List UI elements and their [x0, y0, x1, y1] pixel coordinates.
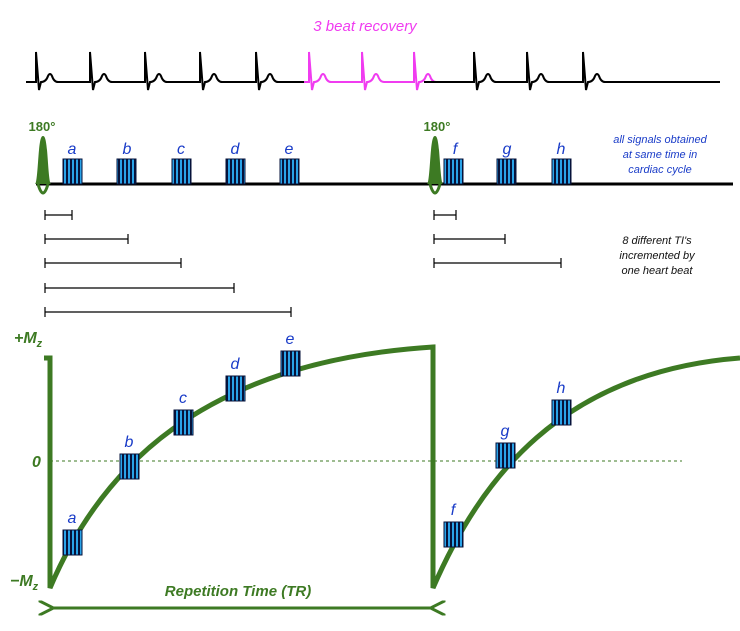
curve-block-e	[280, 350, 301, 377]
readout-block-g	[496, 158, 517, 185]
readout-block-d	[225, 158, 246, 185]
curve-block-c	[173, 409, 194, 436]
ti-bracket-c	[44, 258, 182, 268]
ti-bracket-d	[44, 283, 235, 293]
readout-block-a	[62, 158, 83, 185]
readout-letter-a: a	[68, 141, 77, 158]
curve-letter-f: f	[451, 502, 457, 519]
svg-text:8 different TI's: 8 different TI's	[622, 235, 692, 247]
svg-text:one heart beat: one heart beat	[622, 265, 694, 277]
readout-block-e	[279, 158, 300, 185]
svg-text:all signals obtained: all signals obtained	[613, 134, 707, 146]
svg-text:−Mz: −Mz	[10, 573, 39, 593]
ti-note: 8 different TI's incremented by one hear…	[619, 235, 696, 277]
ti-bracket-h	[433, 258, 562, 268]
curve-letter-e: e	[286, 331, 295, 348]
ecg-trace	[26, 51, 720, 91]
curve-letter-d: d	[231, 356, 241, 373]
ti-bracket-f	[433, 210, 457, 220]
readout-letter-b: b	[123, 141, 132, 158]
ti-bracket-e	[44, 307, 292, 317]
ti-bracket-g	[433, 234, 506, 244]
ecg-recovery-beats	[304, 51, 437, 91]
tr-label: Repetition Time (TR)	[165, 583, 311, 600]
inversion-pulse-1	[35, 136, 51, 195]
magnetization-curve	[44, 344, 740, 589]
readout-letter-f: f	[453, 141, 459, 158]
curve-block-a	[62, 529, 83, 556]
readout-letter-h: h	[557, 141, 566, 158]
readout-blocks	[62, 158, 572, 185]
curve-letter-c: c	[179, 390, 187, 407]
readout-block-f	[443, 158, 464, 185]
pulse-label-2: 180°	[424, 119, 451, 134]
ti-bracket-a	[44, 210, 73, 220]
ti-bracket-b	[44, 234, 129, 244]
curve-readouts: a b c d e f g h	[62, 331, 572, 556]
readout-letters: a b c d e f g h	[68, 141, 566, 158]
curve-block-h	[551, 399, 572, 426]
axis-zero: 0	[32, 454, 41, 471]
svg-text:cardiac cycle: cardiac cycle	[628, 164, 692, 176]
svg-text:incremented by: incremented by	[619, 250, 696, 262]
curve-letter-h: h	[557, 380, 566, 397]
readout-letter-g: g	[503, 141, 512, 158]
axis-plus-mz: +Mz	[14, 330, 43, 350]
curve-block-f	[443, 521, 464, 548]
curve-letter-b: b	[125, 434, 134, 451]
readout-block-h	[551, 158, 572, 185]
recovery-label: 3 beat recovery	[313, 18, 418, 35]
readout-letter-c: c	[177, 141, 185, 158]
curve-letter-a: a	[68, 510, 77, 527]
signal-note: all signals obtained at same time in car…	[613, 134, 707, 176]
curve-block-b	[119, 453, 140, 480]
readout-block-c	[171, 158, 192, 185]
curve-block-d	[225, 375, 246, 402]
inversion-pulse-2	[427, 136, 443, 195]
ecg-normal-beats	[26, 51, 304, 91]
readout-letter-d: d	[231, 141, 241, 158]
curve-block-g	[495, 442, 516, 469]
ecg-normal-beats-2	[424, 51, 720, 91]
readout-block-b	[116, 158, 137, 185]
ti-intervals	[44, 210, 562, 317]
pulse-label-1: 180°	[29, 119, 56, 134]
svg-text:at same time in: at same time in	[623, 149, 698, 161]
svg-text:+Mz: +Mz	[14, 330, 43, 350]
readout-letter-e: e	[285, 141, 294, 158]
axis-minus-mz: −Mz	[10, 573, 39, 593]
curve-letter-g: g	[501, 423, 510, 440]
